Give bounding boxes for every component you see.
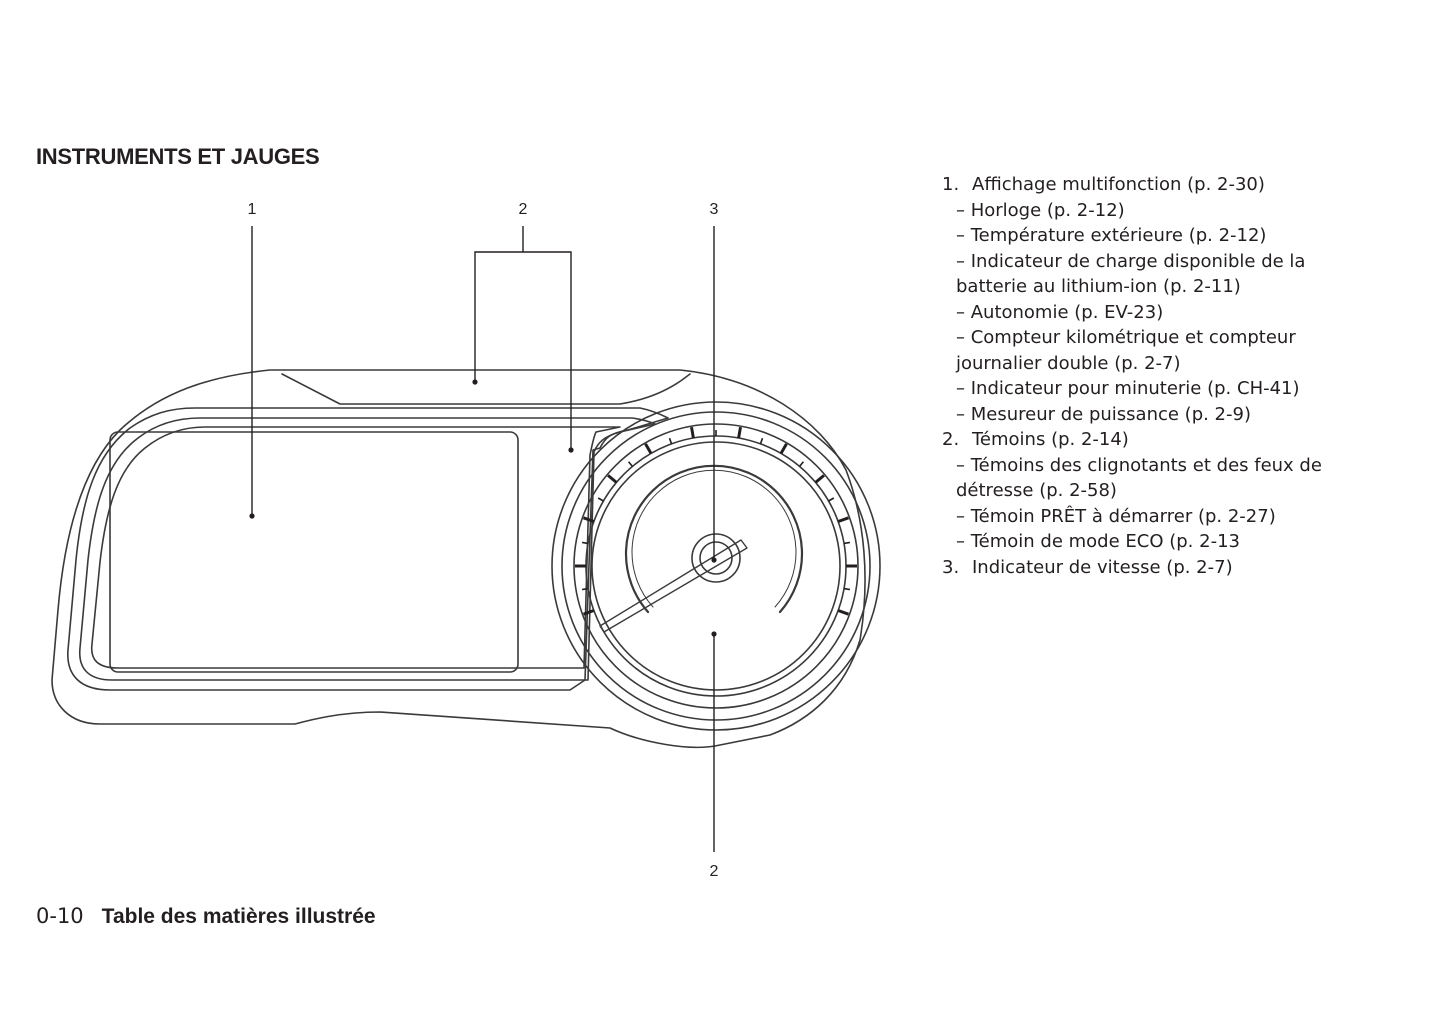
legend-item-1-sub: batterie au lithium-ion (p. 2-11) — [956, 276, 1241, 297]
legend-item-1-number: 1. — [942, 174, 960, 195]
speedometer-tick — [668, 437, 673, 445]
speedometer-tick — [828, 497, 835, 502]
legend-item-1-sub: – Compteur kilométrique et compteur — [956, 327, 1296, 348]
legend-item-2-label: Témoins (p. 2-14) — [972, 429, 1129, 450]
speedometer-tick — [627, 461, 634, 467]
speedometer-tick — [843, 541, 851, 545]
cluster-outer-housing — [51, 369, 866, 749]
cluster-inner-ring-1 — [67, 407, 669, 691]
legend-item-2-number: 2. — [942, 429, 960, 450]
legend-item-1: 1. Affichage multifonction (p. 2-30) — [942, 172, 1412, 198]
callout-2-bracket — [474, 251, 572, 450]
cluster-inner-ring-3 — [90, 426, 621, 669]
legend-item-1-sub: journalier double (p. 2-7) — [956, 352, 1181, 374]
legend-item-1-sub: – Indicateur de charge disponible de la — [956, 250, 1306, 272]
speedometer-tick — [582, 516, 595, 523]
multifunction-display-outline — [109, 431, 519, 673]
legend-item-2-sub: détresse (p. 2-58) — [956, 480, 1117, 501]
callout-number-1: 1 — [248, 201, 257, 218]
callout-number-3: 3 — [710, 201, 719, 218]
speedometer-ring-5 — [591, 441, 841, 691]
page-footer: 0-10 Table des matières illustrée — [36, 904, 376, 929]
callout-3-dot — [711, 557, 717, 563]
legend-item-3-label: Indicateur de vitesse (p. 2-7) — [972, 556, 1233, 578]
legend-item-2-sub: – Témoin PRÊT à démarrer (p. 2-27) — [956, 505, 1276, 527]
legend-item-3-number: 3. — [942, 556, 960, 578]
legend-item-2-sub: – Témoins des clignotants et des feux de — [956, 454, 1322, 476]
speedometer-ring-3 — [573, 423, 859, 709]
page-footer-label: Table des matières illustrée — [101, 905, 376, 928]
legend-item-1-sub: – Indicateur pour minuterie (p. CH-41) — [956, 378, 1300, 399]
speedometer-tick — [759, 437, 764, 445]
section-title: INSTRUMENTS ET JAUGES — [36, 144, 320, 169]
speedometer-tick — [843, 587, 851, 591]
legend-item-3: 3. Indicateur de vitesse (p. 2-7) — [942, 555, 1412, 581]
speedometer-tick — [581, 541, 589, 545]
instrument-cluster-illustration: 1 2 3 2 — [51, 201, 881, 880]
speedometer-outer-ring — [551, 401, 881, 731]
legend-item-2: 2. Témoins (p. 2-14) — [942, 427, 1412, 453]
legend-item-1-sub: – Température extérieure (p. 2-12) — [956, 225, 1267, 246]
page-number: 0-10 — [36, 904, 84, 928]
speedometer-tick — [814, 474, 825, 484]
cluster-inner-ring-2 — [79, 417, 656, 681]
callout-2-dot-a — [472, 379, 478, 385]
callout-number-2-top: 2 — [519, 201, 528, 218]
speedometer-tick — [582, 609, 595, 616]
legend-item-2-sub: – Témoin de mode ECO (p. 2-13 — [956, 531, 1240, 552]
speedometer-tick — [798, 461, 805, 467]
speedometer-needle — [599, 539, 748, 633]
legend-item-1-label: Affichage multifonction (p. 2-30) — [972, 174, 1265, 195]
legend-item-1-sub: – Horloge (p. 2-12) — [956, 199, 1125, 221]
speedometer-ticks — [575, 426, 857, 616]
legend: 1. Affichage multifonction (p. 2-30) – Ho… — [942, 172, 1412, 580]
speedometer-tick — [737, 426, 742, 439]
speedometer-tick — [607, 474, 618, 484]
cluster-hood — [281, 373, 691, 405]
speedometer-tick — [644, 443, 653, 455]
legend-item-1-sub: – Autonomie (p. EV-23) — [956, 301, 1164, 323]
legend-item-1-sub: – Mesureur de puissance (p. 2-9) — [956, 403, 1251, 425]
speedometer-tick — [597, 497, 604, 502]
callout-2-dot-b — [568, 447, 574, 453]
needle-hub-outer — [691, 533, 741, 583]
needle-hub-inner — [699, 541, 733, 575]
callout-number-2-bottom: 2 — [710, 863, 719, 880]
callout-1-dot — [249, 513, 255, 519]
speedometer-tick — [837, 609, 850, 616]
speedometer-tick — [581, 587, 589, 591]
speedometer-tick — [690, 426, 695, 439]
callout-2-bottom-dot — [711, 631, 717, 637]
speedometer-tick — [779, 443, 788, 455]
speedometer-tick — [837, 516, 850, 523]
speedometer-ring-2 — [561, 411, 871, 721]
